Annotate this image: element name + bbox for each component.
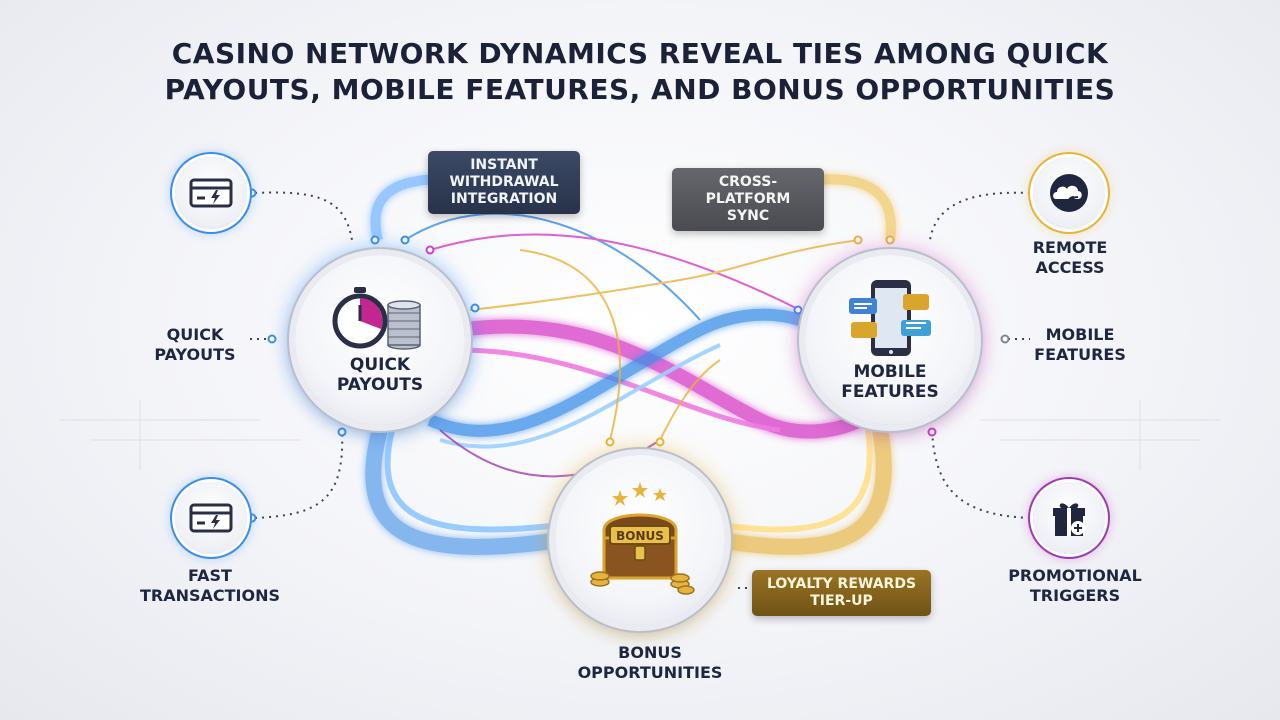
label-fast-transactions: Fast Transactions xyxy=(139,566,281,605)
satellite-bottom-left[interactable] xyxy=(175,482,247,554)
hub-quick-payouts[interactable]: Quick Payouts xyxy=(295,255,465,425)
stopwatch-coins-icon xyxy=(332,287,421,350)
satellite-top-left[interactable] xyxy=(175,157,247,229)
blue-band xyxy=(427,308,836,437)
hub-mobile-features[interactable]: Mobile Features xyxy=(805,255,975,425)
hub-mobile-features-label: Mobile Features xyxy=(841,362,939,402)
label-mobile-features: Mobile Features xyxy=(1034,325,1126,364)
label-remote-access: Remote Access xyxy=(1032,238,1108,277)
tag-loyalty-rewards: Loyalty Rewards Tier-Up xyxy=(752,570,931,616)
page-title: Casino Network Dynamics Reveal Ties Amon… xyxy=(0,36,1280,108)
satellite-top-right[interactable] xyxy=(1033,157,1105,229)
smartphone-chat-icon xyxy=(849,280,931,356)
label-promotional-triggers: Promotional Triggers xyxy=(1008,566,1142,605)
cloud-signal-icon xyxy=(1050,174,1088,212)
credit-card-icon xyxy=(189,178,233,208)
credit-card-icon xyxy=(189,503,233,533)
hub-bonus[interactable]: BONUS xyxy=(555,455,725,625)
hub-quick-payouts-label: Quick Payouts xyxy=(336,355,424,395)
label-quick-payouts: Quick Payouts xyxy=(154,325,236,364)
gift-icon xyxy=(1053,503,1085,536)
title-line-2: Payouts, Mobile Features, and Bonus Oppo… xyxy=(164,73,1116,106)
magenta-band xyxy=(459,319,864,439)
svg-text:BONUS: BONUS xyxy=(616,529,664,543)
treasure-chest-icon: BONUS xyxy=(590,482,695,595)
tag-cross-platform: Cross-Platform Sync xyxy=(672,168,824,231)
tag-instant-withdrawal: Instant Withdrawal Integration xyxy=(428,151,580,214)
satellite-bottom-right[interactable] xyxy=(1033,482,1105,554)
label-bonus-opportunities: Bonus Opportunities xyxy=(577,643,723,682)
title-line-1: Casino Network Dynamics Reveal Ties Amon… xyxy=(171,37,1109,70)
